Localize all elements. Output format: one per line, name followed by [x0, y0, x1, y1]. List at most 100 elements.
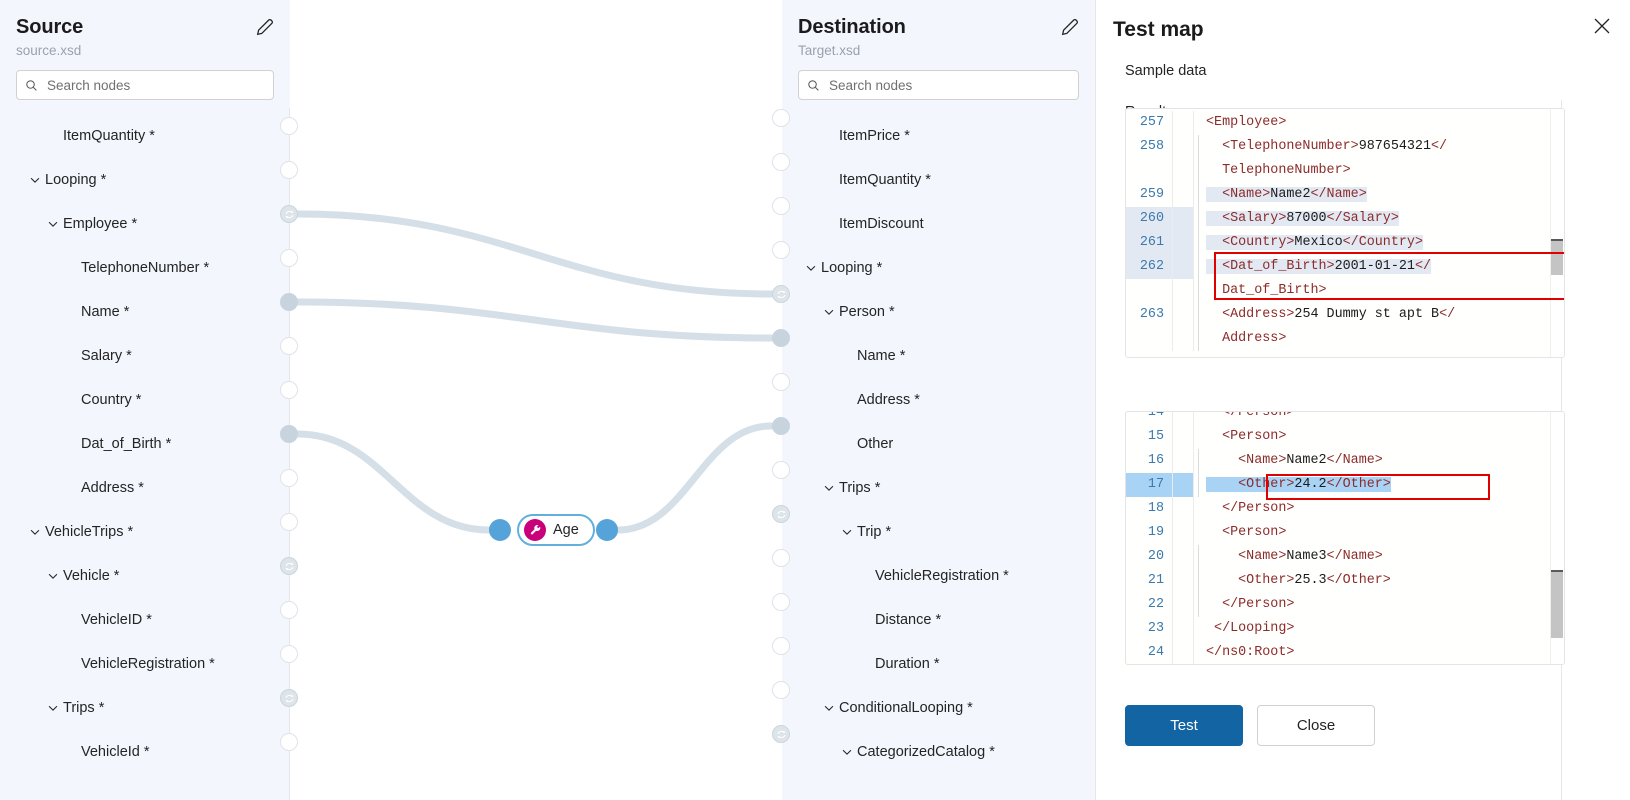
source-search-box[interactable]: [16, 70, 274, 100]
src-tree-row[interactable]: Salary *: [0, 334, 290, 378]
dst-connector-handle[interactable]: [772, 549, 790, 567]
dst-tree-row[interactable]: Other: [782, 422, 1095, 466]
src-connector-handle[interactable]: [280, 601, 298, 619]
line-number: 261: [1126, 231, 1172, 255]
dst-connector-handle[interactable]: [772, 373, 790, 391]
chevron-down-icon[interactable]: [46, 217, 60, 231]
destination-search-input[interactable]: [827, 76, 1070, 94]
dst-tree-row[interactable]: Person *: [782, 290, 1095, 334]
function-node-input-port[interactable]: [489, 519, 511, 541]
chevron-down-icon[interactable]: [840, 525, 854, 539]
indent-guide: [1194, 449, 1206, 473]
dst-connector-handle[interactable]: [772, 109, 790, 127]
dst-connector-handle[interactable]: [772, 285, 790, 303]
fold-gutter: [1172, 497, 1194, 521]
src-connector-handle[interactable]: [280, 205, 298, 223]
dst-connector-handle[interactable]: [772, 417, 790, 435]
chevron-down-icon[interactable]: [46, 569, 60, 583]
result-code-box[interactable]: 14 </Person>15 <Person>16 <Name>Name2</N…: [1125, 411, 1565, 665]
src-connector-handle[interactable]: [280, 425, 298, 443]
dst-tree-row[interactable]: Distance *: [782, 598, 1095, 642]
dst-connector-handle[interactable]: [772, 241, 790, 259]
src-tree-row[interactable]: Name *: [0, 290, 290, 334]
src-connector-handle[interactable]: [280, 513, 298, 531]
dst-connector-handle[interactable]: [772, 153, 790, 171]
src-tree-row[interactable]: TelephoneNumber *: [0, 246, 290, 290]
dst-tree-row[interactable]: Address *: [782, 378, 1095, 422]
dst-connector-handle[interactable]: [772, 593, 790, 611]
chevron-down-icon[interactable]: [28, 173, 42, 187]
dst-tree-row[interactable]: Name *: [782, 334, 1095, 378]
close-button[interactable]: Close: [1257, 705, 1375, 746]
src-tree-row[interactable]: VehicleId *: [0, 730, 290, 774]
src-connector-handle[interactable]: [280, 117, 298, 135]
dst-node-label: ConditionalLooping *: [839, 700, 973, 716]
dst-connector-handle[interactable]: [772, 725, 790, 743]
dst-tree-row[interactable]: VehicleRegistration *: [782, 554, 1095, 598]
src-tree-row[interactable]: VehicleRegistration *: [0, 642, 290, 686]
src-tree-row[interactable]: VehicleID *: [0, 598, 290, 642]
dst-connector-handle[interactable]: [772, 681, 790, 699]
line-number: 17: [1126, 473, 1172, 497]
chevron-down-icon[interactable]: [28, 525, 42, 539]
dst-tree-row[interactable]: Looping *: [782, 246, 1095, 290]
src-connector-handle[interactable]: [280, 249, 298, 267]
pencil-icon[interactable]: [1059, 16, 1081, 38]
test-map-actions: Test Close: [1125, 705, 1375, 746]
src-tree-row[interactable]: Trips *: [0, 686, 290, 730]
src-connector-handle[interactable]: [280, 337, 298, 355]
dst-tree-row[interactable]: ItemPrice *: [782, 114, 1095, 158]
code-text: </Person>: [1206, 501, 1295, 516]
src-tree-row[interactable]: ItemQuantity *: [0, 114, 290, 158]
function-node-age[interactable]: Age: [517, 514, 595, 546]
pencil-icon[interactable]: [254, 16, 276, 38]
chevron-down-icon[interactable]: [822, 305, 836, 319]
code-text: <Person>: [1206, 525, 1287, 540]
chevron-down-icon[interactable]: [822, 701, 836, 715]
destination-panel: Destination Target.xsd ItemPrice *ItemQu…: [772, 0, 1562, 800]
close-icon[interactable]: [1590, 14, 1614, 38]
src-tree-row[interactable]: Vehicle *: [0, 554, 290, 598]
src-connector-handle[interactable]: [280, 645, 298, 663]
dst-tree-row[interactable]: Duration *: [782, 642, 1095, 686]
function-node-output-port[interactable]: [596, 519, 618, 541]
dst-tree-row[interactable]: Trips *: [782, 466, 1095, 510]
loop-icon: [777, 510, 785, 518]
src-connector-handle[interactable]: [280, 469, 298, 487]
sample-data-code-box[interactable]: 257<Employee>258 <TelephoneNumber>987654…: [1125, 108, 1565, 358]
dst-connector-handle[interactable]: [772, 461, 790, 479]
sample-data-scrollbar[interactable]: [1550, 109, 1564, 357]
dst-connector-handle[interactable]: [772, 329, 790, 347]
dst-tree-row[interactable]: CategorizedCatalog *: [782, 730, 1095, 774]
src-connector-handle[interactable]: [280, 161, 298, 179]
mapping-canvas[interactable]: Age: [290, 0, 782, 800]
dst-node-label: Address *: [857, 392, 920, 408]
destination-search-box[interactable]: [798, 70, 1079, 100]
dst-connector-handle[interactable]: [772, 197, 790, 215]
source-search-input[interactable]: [45, 76, 265, 94]
dst-tree-row[interactable]: ConditionalLooping *: [782, 686, 1095, 730]
src-tree-row[interactable]: Address *: [0, 466, 290, 510]
code-text: <Country>Mexico</Country>: [1206, 235, 1423, 250]
src-tree-row[interactable]: VehicleTrips *: [0, 510, 290, 554]
src-connector-handle[interactable]: [280, 689, 298, 707]
src-tree-row[interactable]: Country *: [0, 378, 290, 422]
chevron-down-icon[interactable]: [804, 261, 818, 275]
chevron-down-icon[interactable]: [822, 481, 836, 495]
result-scrollbar[interactable]: [1550, 412, 1564, 664]
src-connector-handle[interactable]: [280, 293, 298, 311]
dst-tree-row[interactable]: ItemQuantity *: [782, 158, 1095, 202]
src-tree-row[interactable]: Looping *: [0, 158, 290, 202]
src-connector-handle[interactable]: [280, 381, 298, 399]
dst-connector-handle[interactable]: [772, 505, 790, 523]
chevron-down-icon[interactable]: [840, 745, 854, 759]
dst-tree-row[interactable]: Trip *: [782, 510, 1095, 554]
src-connector-handle[interactable]: [280, 557, 298, 575]
test-button[interactable]: Test: [1125, 705, 1243, 746]
src-tree-row[interactable]: Dat_of_Birth *: [0, 422, 290, 466]
src-connector-handle[interactable]: [280, 733, 298, 751]
chevron-down-icon[interactable]: [46, 701, 60, 715]
dst-connector-handle[interactable]: [772, 637, 790, 655]
src-tree-row[interactable]: Employee *: [0, 202, 290, 246]
dst-tree-row[interactable]: ItemDiscount: [782, 202, 1095, 246]
